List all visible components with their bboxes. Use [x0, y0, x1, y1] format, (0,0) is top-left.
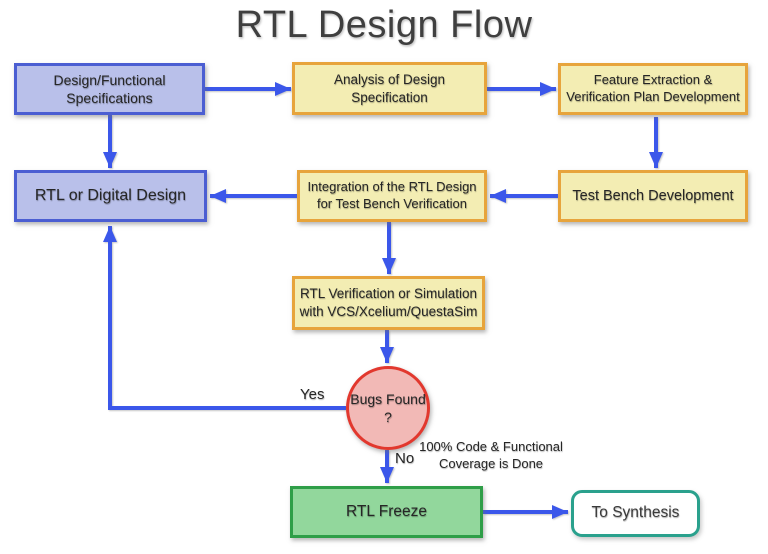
node-rtl-freeze: RTL Freeze [290, 486, 483, 538]
arrow-yes-feedback-to-rtl [103, 226, 346, 410]
label-yes: Yes [300, 386, 325, 403]
node-rtl-or-digital-design: RTL or Digital Design [14, 170, 207, 222]
node-integration-rtl-design-testbench: Integration of the RTL Design for Test B… [297, 170, 487, 222]
node-test-bench-development: Test Bench Development [558, 170, 748, 222]
diagram-title: RTL Design Flow [235, 4, 533, 46]
node-to-synthesis: To Synthesis [571, 490, 700, 537]
node-analysis-of-design-specification: Analysis of Design Specification [292, 62, 487, 115]
label-coverage-note: 100% Code & Functional Coverage is Done [419, 439, 563, 471]
node-rtl-verification-simulation: RTL Verification or Simulation with VCS/… [292, 276, 485, 330]
node-design-functional-specifications: Design/Functional Specifications [14, 63, 205, 115]
node-feature-extraction-verification-plan: Feature Extraction & Verification Plan D… [558, 63, 748, 115]
label-no: No [395, 450, 415, 467]
decision-bugs-found: Bugs Found ? [346, 366, 430, 450]
